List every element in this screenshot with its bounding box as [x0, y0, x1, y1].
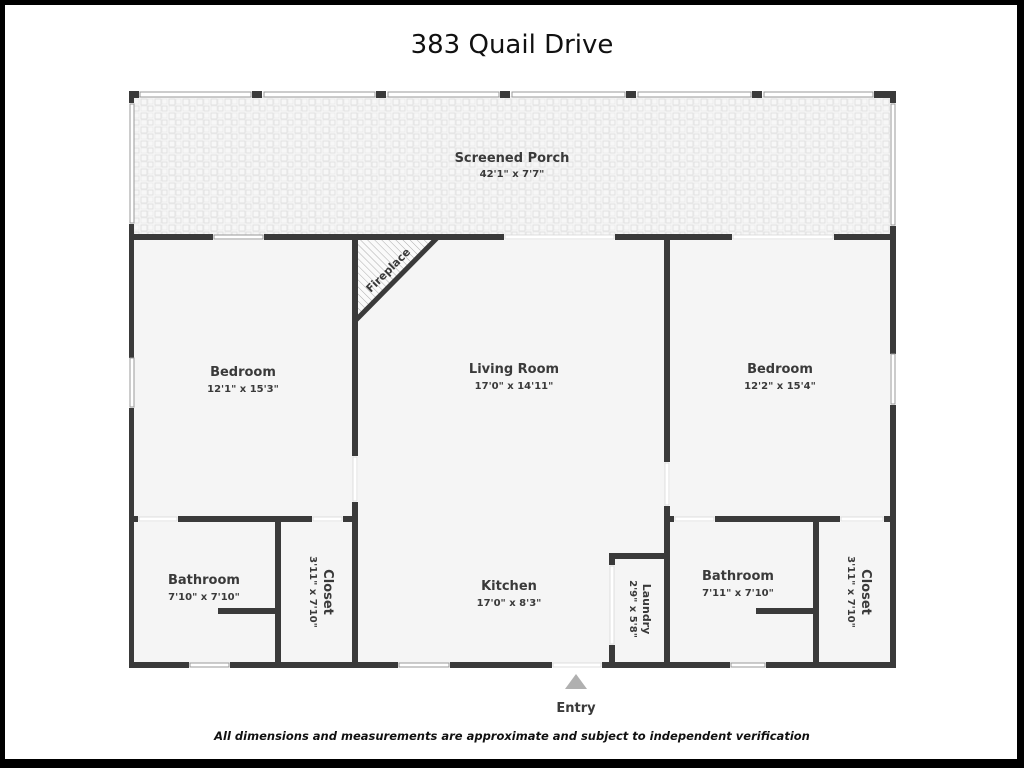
closet-right-dims: 3'11" x 7'10" [845, 556, 856, 628]
bath-right-label: Bathroom [702, 569, 774, 584]
bath-left-dims: 7'10" x 7'10" [168, 592, 240, 603]
porch-floor [134, 96, 890, 236]
fireplace-wall [354, 236, 439, 322]
entry-label: Entry [556, 701, 596, 716]
bedroom-left-label: Bedroom [210, 365, 276, 380]
living-label: Living Room [469, 362, 559, 377]
kitchen-dims: 17'0" x 8'3" [477, 598, 542, 609]
closet-left-floor [280, 522, 354, 664]
bath-right-dims: 7'11" x 7'10" [702, 588, 774, 599]
disclaimer: All dimensions and measurements are appr… [214, 729, 810, 743]
page-title: 383 Quail Drive [410, 30, 614, 60]
porch-dims: 42'1" x 7'7" [480, 169, 545, 180]
bedroom-left-floor [134, 240, 354, 518]
windows [129, 91, 896, 668]
bath-left-label: Bathroom [168, 573, 240, 588]
walls [129, 91, 896, 668]
porch-label: Screened Porch [455, 151, 570, 166]
bedroom-right-label: Bedroom [747, 362, 813, 377]
entry-arrow-icon [565, 674, 587, 689]
living-dims: 17'0" x 14'11" [475, 381, 554, 392]
openings [138, 234, 884, 668]
bath-left-floor [134, 522, 276, 664]
closet-right-label: Closet [858, 569, 873, 615]
laundry-dims: 2'9" x 5'8" [627, 580, 638, 638]
living-floor [358, 240, 666, 664]
closet-left-label: Closet [320, 569, 335, 615]
bedroom-right-dims: 12'2" x 15'4" [744, 381, 816, 392]
closet-right-floor [818, 522, 890, 664]
kitchen-label: Kitchen [481, 579, 537, 594]
bath-right-floor [670, 522, 814, 664]
laundry-label: Laundry [640, 584, 653, 635]
bedroom-left-dims: 12'1" x 15'3" [207, 384, 279, 395]
closet-left-dims: 3'11" x 7'10" [307, 556, 318, 628]
bedroom-right-floor [670, 240, 890, 518]
